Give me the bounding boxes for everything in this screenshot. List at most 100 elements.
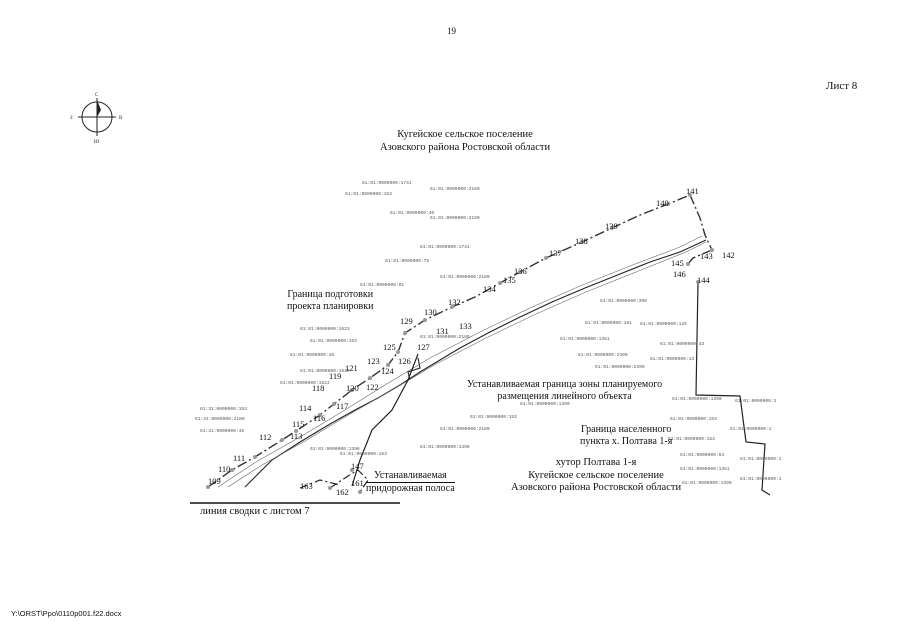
settlement-boundary-line1: Граница населенного xyxy=(580,424,672,435)
planning-boundary-line2: проекта планировки xyxy=(287,301,374,312)
svg-text:61:01:0000000:1623: 61:01:0000000:1623 xyxy=(300,368,350,374)
point-label: 136 xyxy=(514,266,527,276)
point-label: 114 xyxy=(299,403,312,413)
point-labels: 109 110 111 112 113 114 115 116 117 118 … xyxy=(208,186,735,497)
svg-text:61:01:0000000:1: 61:01:0000000:1 xyxy=(735,398,777,404)
svg-text:61:01:0000000:101: 61:01:0000000:101 xyxy=(585,320,632,326)
point-label: 162 xyxy=(336,487,349,497)
point-label: 119 xyxy=(329,371,341,381)
svg-text:61:01:0000000:1: 61:01:0000000:1 xyxy=(740,476,782,482)
zone-boundary-line1: Устанавливаемая граница зоны планируемог… xyxy=(467,379,663,390)
planning-boundary-line1: Граница подготовки xyxy=(287,289,374,300)
point-label: 142 xyxy=(722,250,735,260)
svg-text:61:01:0000000:153: 61:01:0000000:153 xyxy=(670,416,717,422)
point-label: 161 xyxy=(351,478,364,488)
settlement-boundary-line2: пункта х. Полтава 1-я xyxy=(580,436,673,447)
svg-text:61:01:0000000:2180: 61:01:0000000:2180 xyxy=(420,334,470,340)
compass-icon: С Ю В З xyxy=(70,93,123,145)
vertex-markers xyxy=(206,193,714,494)
svg-text:61:01:0000000:1623: 61:01:0000000:1623 xyxy=(280,380,330,386)
point-label: 143 xyxy=(700,251,713,261)
point-label: 130 xyxy=(424,307,437,317)
svg-text:61:01:0000000:45: 61:01:0000000:45 xyxy=(290,352,334,358)
point-label: 124 xyxy=(381,366,395,376)
svg-text:61:01:0000000:390: 61:01:0000000:390 xyxy=(600,298,647,304)
svg-text:61:01:0000000:1390: 61:01:0000000:1390 xyxy=(682,480,732,486)
svg-text:61:01:0000000:1390: 61:01:0000000:1390 xyxy=(420,444,470,450)
point-label: 116 xyxy=(313,413,325,423)
svg-text:61:01:0000000:1390: 61:01:0000000:1390 xyxy=(672,396,722,402)
point-label: 125 xyxy=(383,342,396,352)
point-label: 120 xyxy=(346,383,359,393)
svg-text:61:01:0000000:40: 61:01:0000000:40 xyxy=(390,210,434,216)
zone-boundary-line2: размещения линейного объекта xyxy=(497,391,632,402)
title-line-2: Азовского района Ростовской области xyxy=(380,142,551,153)
point-label: 121 xyxy=(345,363,358,373)
village-label: хутор Полтава 1-я Кугейское сельское пос… xyxy=(511,457,681,495)
svg-text:61:01:0000000:2180: 61:01:0000000:2180 xyxy=(440,274,490,280)
svg-text:61:01:0000000:153: 61:01:0000000:153 xyxy=(340,451,387,457)
svg-text:61:01:0000000:1361: 61:01:0000000:1361 xyxy=(560,336,610,342)
point-label: 113 xyxy=(290,431,302,441)
svg-text:61:01:0000000:125: 61:01:0000000:125 xyxy=(640,321,687,327)
footer-path: Y:\ORST\Ppo\0110p001.f22.docx xyxy=(11,609,122,618)
zone-boundary-label: Устанавливаемая граница зоны планируемог… xyxy=(467,379,662,403)
svg-text:61:01:0000000:153: 61:01:0000000:153 xyxy=(668,436,715,442)
svg-text:61:01:0000000:2180: 61:01:0000000:2180 xyxy=(430,186,480,192)
svg-text:61:31:0000000:2180: 61:31:0000000:2180 xyxy=(195,416,245,422)
svg-text:61:01:0000000:1390: 61:01:0000000:1390 xyxy=(520,401,570,407)
svg-text:61:01:0000000:2180: 61:01:0000000:2180 xyxy=(440,426,490,432)
village-district: Азовского района Ростовской области xyxy=(511,482,682,493)
point-label: 131 xyxy=(436,326,449,336)
svg-text:61:31:0000000:153: 61:31:0000000:153 xyxy=(200,406,247,412)
svg-text:61:01:0000000:13: 61:01:0000000:13 xyxy=(650,356,694,362)
page-number: 19 xyxy=(447,26,456,36)
svg-text:61:01:0000000:1396: 61:01:0000000:1396 xyxy=(310,446,360,452)
svg-text:61:01:0000000:1: 61:01:0000000:1 xyxy=(730,426,772,432)
settlement-boundary-line xyxy=(351,281,771,496)
point-label: 138 xyxy=(575,236,588,246)
svg-text:61:01:0000000:75: 61:01:0000000:75 xyxy=(385,258,429,264)
svg-text:61:01:0000000:1741: 61:01:0000000:1741 xyxy=(362,180,412,186)
svg-text:Ю: Ю xyxy=(94,140,99,145)
svg-text:61:01:0000000:2390: 61:01:0000000:2390 xyxy=(595,364,645,370)
road-lines xyxy=(217,235,707,488)
title-line-1: Кугейское сельское поселение xyxy=(397,129,533,140)
point-label: 112 xyxy=(259,432,271,442)
svg-text:61:01:0000000:43: 61:01:0000000:43 xyxy=(660,341,704,347)
point-label: 144 xyxy=(697,275,711,285)
svg-text:61:01:0000000:2180: 61:01:0000000:2180 xyxy=(430,215,480,221)
junction-line-label: линия сводки с листом 7 xyxy=(200,506,310,517)
svg-text:61:01:0000000:1741: 61:01:0000000:1741 xyxy=(420,244,470,250)
svg-text:61:01:0000000:2390: 61:01:0000000:2390 xyxy=(578,352,628,358)
settlement-boundary-label: Граница населенного пункта х. Полтава 1-… xyxy=(580,424,672,448)
svg-text:61:01:0000000:153: 61:01:0000000:153 xyxy=(470,414,517,420)
svg-text:61:01:0000000:01: 61:01:0000000:01 xyxy=(360,282,404,288)
roadside-line2: придорожная полоса xyxy=(366,483,455,494)
point-label: 137 xyxy=(549,248,562,258)
roadside-line1: Устанавливаемая xyxy=(366,470,455,483)
point-label: 146 xyxy=(673,269,686,279)
point-label: 111 xyxy=(233,453,245,463)
svg-text:61:01:0000000:1623: 61:01:0000000:1623 xyxy=(300,326,350,332)
village-name: хутор Полтава 1-я xyxy=(555,457,637,468)
svg-text:В: В xyxy=(119,116,123,121)
point-label: 126 xyxy=(398,356,411,366)
svg-text:61:01:0000000:153: 61:01:0000000:153 xyxy=(310,338,357,344)
point-label: 115 xyxy=(292,419,304,429)
svg-text:61:31:0000000:45: 61:31:0000000:45 xyxy=(200,428,244,434)
point-label: 109 xyxy=(208,476,221,486)
point-label: 145 xyxy=(671,258,684,268)
point-label: 127 xyxy=(417,342,430,352)
point-label: 134 xyxy=(483,284,497,294)
svg-text:З: З xyxy=(70,116,73,121)
point-label: 118 xyxy=(312,383,324,393)
point-label: 140 xyxy=(656,198,669,208)
point-label: 129 xyxy=(400,316,413,326)
map-title: Кугейское сельское поселение Азовского р… xyxy=(380,128,550,154)
point-label: 110 xyxy=(218,464,230,474)
point-label: 139 xyxy=(605,221,618,231)
point-label: 117 xyxy=(336,401,348,411)
svg-text:61:01:0000000:1361: 61:01:0000000:1361 xyxy=(680,466,730,472)
